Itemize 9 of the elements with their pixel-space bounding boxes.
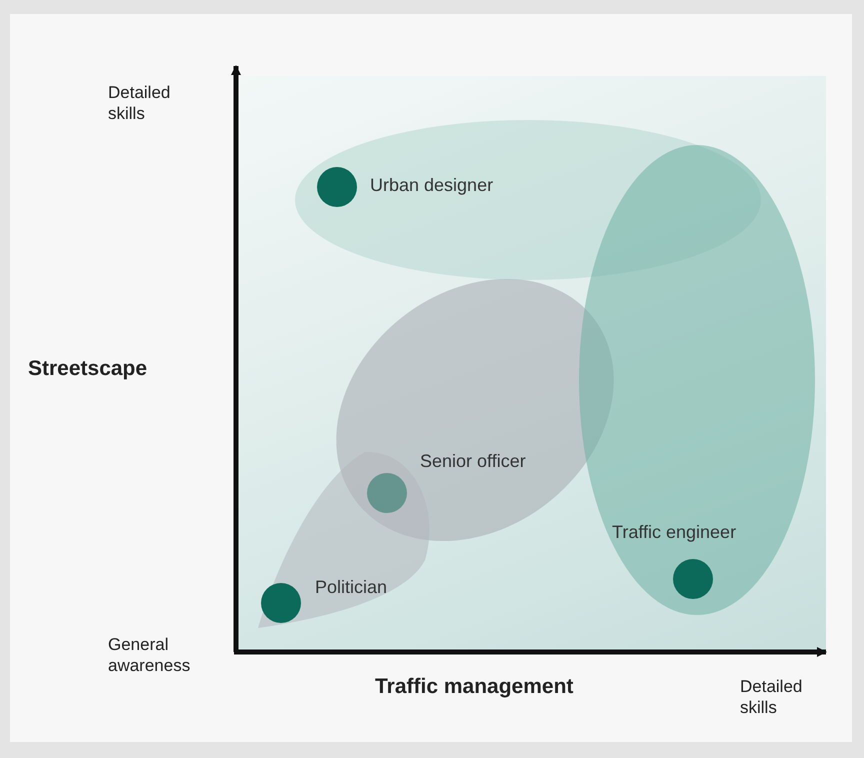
axis-label: General awareness	[108, 634, 192, 676]
axis-label: Streetscape	[28, 356, 148, 382]
role-label: Urban designer	[370, 175, 494, 196]
axis-label: Traffic management	[375, 674, 574, 700]
role-label: Senior officer	[420, 451, 526, 472]
role-label: Traffic engineer	[612, 522, 736, 543]
axis-label: Detailed skills	[740, 676, 804, 718]
role-label: Politician	[315, 577, 388, 598]
axis-label: Detailed skills	[108, 82, 172, 124]
